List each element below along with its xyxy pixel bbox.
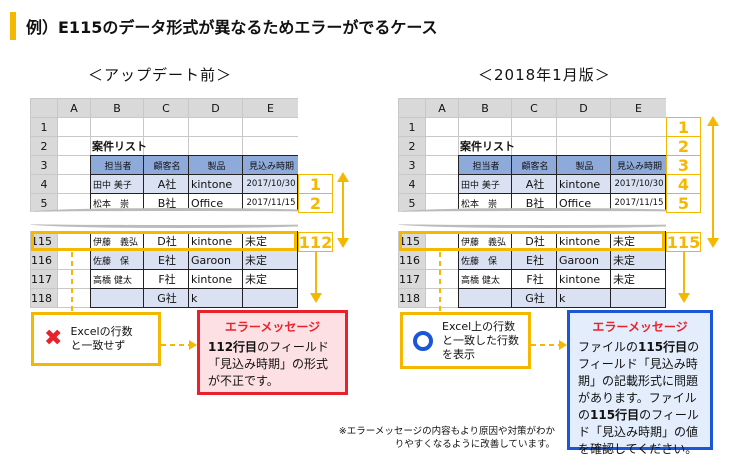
- page-title: 例）E115のデータ形式が異なるためエラーがでるケース: [26, 18, 438, 37]
- left-note-box: ✖ Excelの行数と一致せず: [31, 312, 161, 366]
- title-accent-bar: [10, 12, 16, 40]
- date-cell: [610, 288, 666, 308]
- highlighted-row-115: [399, 231, 665, 251]
- left-heading: ＜アップデート前＞: [88, 66, 233, 84]
- cross-icon: ✖: [44, 326, 63, 351]
- left-message-row: 112行目: [208, 340, 258, 354]
- right-message-row: 115行目: [638, 340, 688, 354]
- left-error-message: エラーメッセージ 112行目のフィールド「見込み時期」の形式が不正です。: [197, 310, 348, 395]
- row-count-box: 2: [298, 193, 333, 213]
- list-title: 案件リスト: [92, 140, 147, 153]
- right-message-part: のフィールド「見込み時期」の値を確認してください。: [578, 408, 699, 456]
- right-message-part: のフィールド「見込み時期」の記載形式に問題があります。ファイルの: [578, 340, 700, 422]
- date-cell: 2017/10/30: [242, 174, 298, 194]
- right-error-message: エラーメッセージ ファイルの115行目のフィールド「見込み時期」の記載形式に問題…: [567, 310, 713, 456]
- left-message-body: のフィールド「見込み時期」の形式が不正です。: [208, 340, 329, 388]
- circle-icon: [413, 330, 433, 351]
- row-count-box: 5: [666, 193, 701, 213]
- highlighted-row-115: [31, 231, 297, 251]
- row-count-box: 112: [298, 232, 333, 252]
- left-note-text: Excelの行数と一致せず: [70, 325, 133, 352]
- row-count-box: 1: [298, 174, 333, 194]
- row-header: 118: [30, 288, 58, 308]
- footnote: ※エラーメッセージの内容もより原因や対策がわかりやすくなるように改善しています。: [338, 426, 555, 450]
- table-break: [30, 208, 298, 228]
- list-title: 案件リスト: [460, 140, 515, 153]
- company-cell: E社: [143, 250, 189, 270]
- right-note-box: Excel上の行数と一致した行数を表示: [400, 312, 531, 369]
- table-break: [398, 208, 666, 228]
- company-cell: G社: [511, 288, 557, 308]
- row-count-box: 115: [666, 232, 701, 252]
- right-heading: ＜2018年1月版＞: [478, 66, 611, 84]
- date-cell: [242, 288, 298, 308]
- right-message-part: ファイルの: [578, 340, 639, 354]
- product-cell: Garoon: [556, 250, 611, 270]
- right-message-row: 115行目: [590, 408, 640, 422]
- right-message-heading: エラーメッセージ: [592, 320, 688, 334]
- row-header: 115: [398, 231, 426, 251]
- row-header: 118: [398, 288, 426, 308]
- right-note-text: Excel上の行数と一致した行数を表示: [442, 319, 519, 361]
- left-message-heading: エラーメッセージ: [224, 320, 321, 334]
